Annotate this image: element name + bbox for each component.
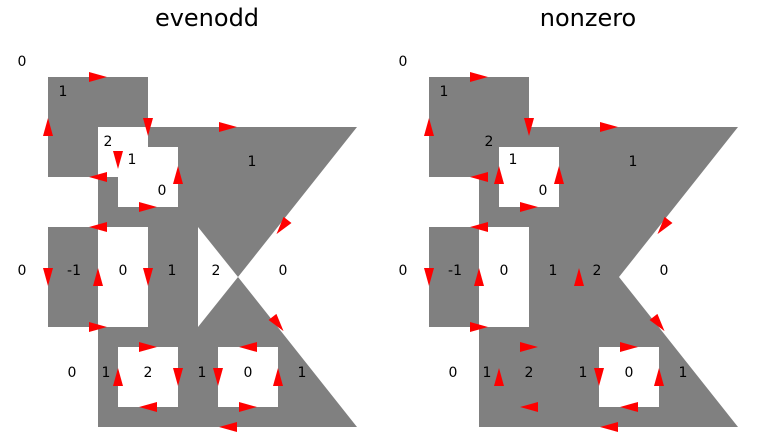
region-label: 1 <box>579 365 588 381</box>
region-label: 0 <box>18 54 27 70</box>
region-label: 2 <box>525 365 534 381</box>
region-label: 0 <box>119 263 128 279</box>
panel-nonzero: nonzero <box>399 4 738 432</box>
region-label: 0 <box>539 183 548 199</box>
region-label: 1 <box>59 84 68 100</box>
region-label: 1 <box>549 263 558 279</box>
region-label: 1 <box>629 154 638 170</box>
region-label: 2 <box>485 134 494 150</box>
region-label: -1 <box>448 263 462 279</box>
region-label: 0 <box>158 183 167 199</box>
filled-shape <box>48 77 357 427</box>
panel-title: evenodd <box>155 4 259 32</box>
region-label: 1 <box>483 365 492 381</box>
region-label: 0 <box>660 263 669 279</box>
region-label: 1 <box>440 84 449 100</box>
region-label: 1 <box>198 365 207 381</box>
region-label: 1 <box>679 365 688 381</box>
winding-labels: 0 1 2 1 0 1 0 -1 0 1 2 0 0 1 2 1 0 1 <box>18 54 307 381</box>
filled-shape <box>429 77 738 427</box>
region-label: -1 <box>67 263 81 279</box>
region-label: 0 <box>399 54 408 70</box>
winding-labels: 0 1 2 1 0 1 0 -1 0 1 2 0 0 1 2 1 0 1 <box>399 54 688 381</box>
region-label: 1 <box>168 263 177 279</box>
region-label: 2 <box>144 365 153 381</box>
region-label: 0 <box>399 263 408 279</box>
panel-title: nonzero <box>540 4 637 32</box>
region-label: 2 <box>593 263 602 279</box>
region-label: 1 <box>298 365 307 381</box>
region-label: 0 <box>500 263 509 279</box>
region-label: 0 <box>244 365 253 381</box>
region-label: 2 <box>212 263 221 279</box>
region-label: 0 <box>68 365 77 381</box>
region-label: 1 <box>248 154 257 170</box>
region-label: 1 <box>102 365 111 381</box>
region-label: 2 <box>104 134 113 150</box>
region-label: 0 <box>279 263 288 279</box>
region-label: 1 <box>509 152 518 168</box>
region-label: 1 <box>128 152 137 168</box>
region-label: 0 <box>625 365 634 381</box>
region-label: 0 <box>449 365 458 381</box>
region-label: 0 <box>18 263 27 279</box>
arrow-marker <box>113 151 123 169</box>
panel-evenodd: evenodd <box>18 4 357 432</box>
